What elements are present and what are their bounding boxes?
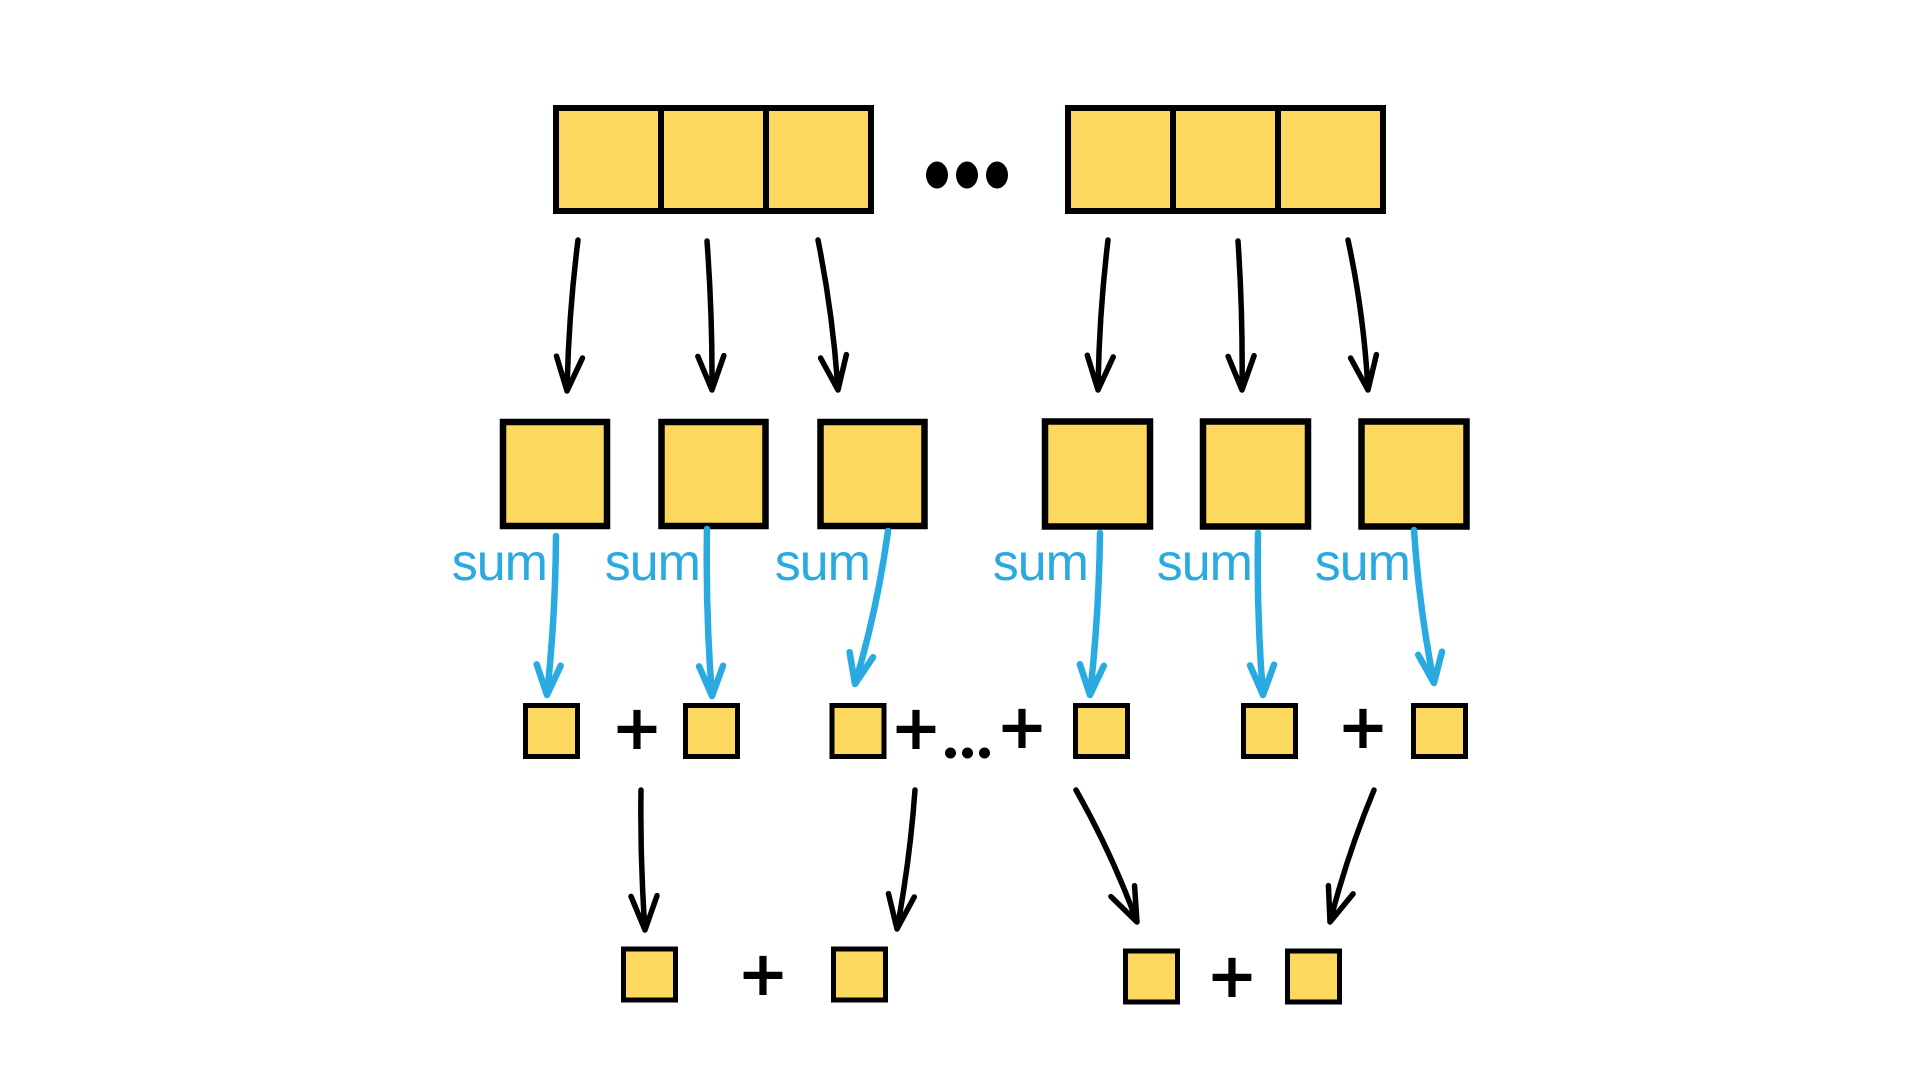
result-square [1123,948,1180,1005]
ellipsis-dot [945,747,956,759]
vector-square [499,418,611,530]
partial-sum-row: + + + + [523,690,1468,764]
split-arrow [1225,238,1257,393]
source-block-right [1065,105,1386,214]
sum-arrow [1076,529,1108,699]
sum-label: sum [1157,534,1252,592]
result-row: + + [621,937,1342,1012]
split-arrow [695,238,727,393]
plus-operator: + [890,691,942,764]
sum-label: sum [605,534,700,592]
plus-operator: + [996,690,1048,763]
plus-operator: + [737,937,789,1010]
combine-arrow [1325,787,1377,925]
combine-arrow [885,787,918,932]
ellipsis-mid-icon [945,747,990,759]
vector-square [1199,418,1312,530]
partial-sum-square [683,703,740,759]
split-arrow [1345,237,1380,393]
array-cell [763,105,874,214]
sum-arrow [1410,526,1446,687]
partial-sum-square [523,703,580,759]
ellipsis-dot [962,747,973,759]
partial-sum-square [1241,703,1298,759]
sum-label: sum [775,534,870,592]
split-arrow [553,237,586,394]
sum-arrow [846,527,892,688]
result-square [1285,948,1342,1005]
array-cell [1170,105,1281,214]
combine-arrow [628,787,660,933]
array-cell [1275,105,1386,214]
split-arrows [553,237,1380,394]
ellipsis-dot [956,161,978,189]
array-cell [1065,105,1176,214]
array-cell [553,105,664,214]
sum-label: sum [1315,534,1410,592]
split-arrow [1084,237,1116,393]
partial-sum-square [1073,703,1130,759]
partial-sum-square [829,703,887,759]
partial-sum-square [1411,703,1468,759]
sum-arrow [533,532,564,699]
vector-square [1358,418,1470,530]
vector-square [658,418,769,530]
plus-operator: + [611,691,663,764]
middle-squares [499,418,1470,530]
ellipsis-top-icon [926,161,1008,189]
combine-arrow [1073,787,1140,925]
result-square [831,946,888,1003]
sum-arrow [695,525,727,700]
split-arrow [815,237,850,393]
sum-arrow [1246,529,1278,699]
plus-operator: + [1206,939,1258,1012]
combine-arrows [628,787,1377,933]
sum-label: sum [993,534,1088,592]
plus-operator: + [1337,690,1389,763]
ellipsis-dot [986,161,1008,189]
sum-arrows [533,525,1446,700]
ellipsis-dot [979,747,990,759]
sum-label: sum [452,534,547,592]
source-block-left [553,105,874,214]
vector-square [1041,418,1154,530]
array-cell [658,105,769,214]
vector-square [817,418,928,530]
result-square [621,946,678,1003]
ellipsis-dot [926,161,948,189]
